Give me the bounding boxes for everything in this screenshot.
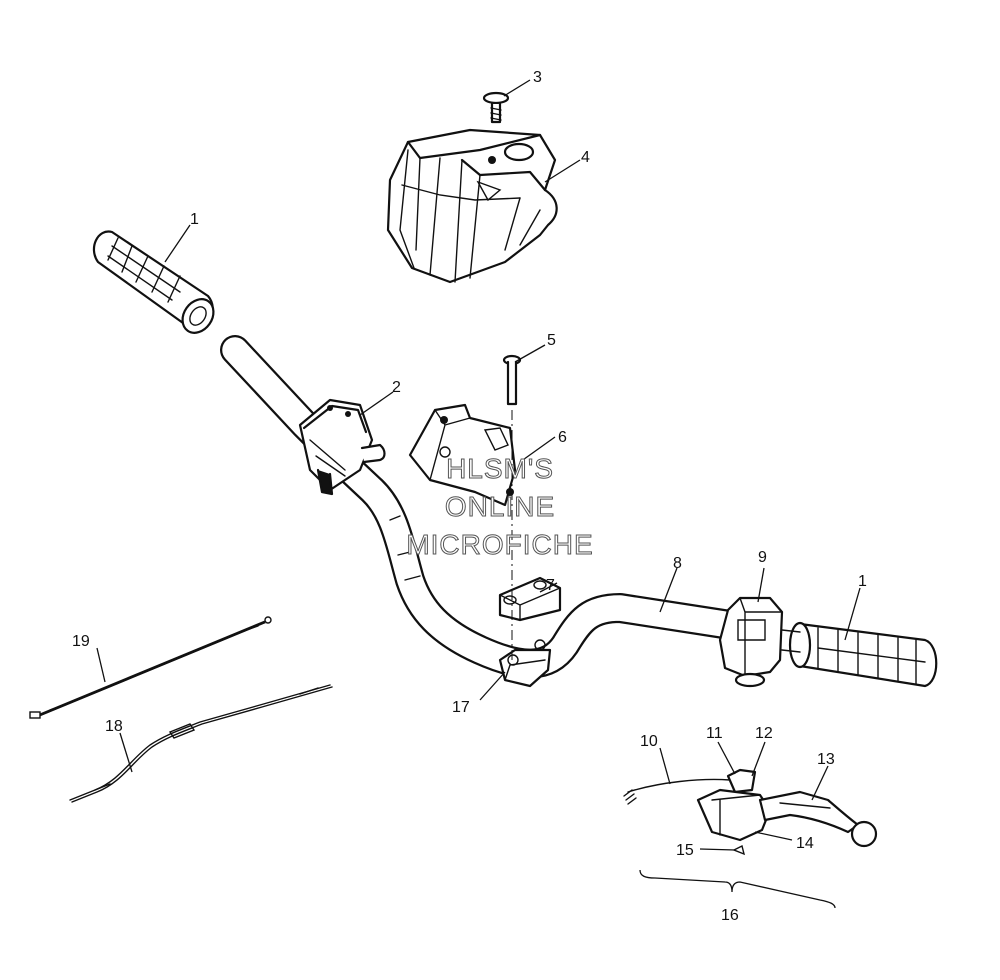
- screw-top: [482, 91, 510, 124]
- switch-housing: [718, 596, 801, 688]
- watermark-line-3: MICROFICHE: [406, 529, 593, 560]
- watermark-line-2: ONLINE: [445, 491, 555, 522]
- callout-15: 15: [676, 842, 694, 859]
- grip-right: [788, 621, 938, 688]
- callout-1-left: 1: [190, 211, 199, 228]
- bolt-long: [502, 354, 522, 406]
- callout-3: 3: [533, 69, 542, 86]
- throttle-cable: [29, 616, 272, 719]
- watermark-line-1: HLSM'S: [446, 453, 554, 484]
- watermark: HLSM'S ONLINE MICROFICHE: [406, 453, 593, 561]
- bar-clamp-upper: [498, 576, 562, 622]
- callout-labels: 1 1 2 3 4 5 6 7 8 9 10 11 12 13 14 15 16…: [72, 69, 867, 924]
- headlight-pod: [386, 128, 558, 284]
- callout-10: 10: [640, 733, 658, 750]
- callout-5: 5: [547, 332, 556, 349]
- grip-left: [92, 230, 215, 334]
- callout-9: 9: [758, 549, 767, 566]
- callout-16: 16: [721, 907, 739, 924]
- callout-7: 7: [546, 577, 555, 594]
- callout-6: 6: [558, 429, 567, 446]
- callout-17: 17: [452, 699, 470, 716]
- leader-lines: [96, 79, 861, 909]
- callout-8: 8: [673, 555, 682, 572]
- choke-cable: [69, 684, 333, 803]
- callout-14: 14: [796, 835, 814, 852]
- callout-11: 11: [706, 725, 723, 742]
- throttle-housing: [298, 398, 386, 496]
- callout-12: 12: [755, 725, 773, 742]
- brake-lever-assembly: [623, 768, 878, 856]
- callout-13: 13: [817, 751, 835, 768]
- callout-2: 2: [392, 379, 401, 396]
- callout-4: 4: [581, 149, 590, 166]
- callout-1-right: 1: [858, 573, 867, 590]
- callout-19: 19: [72, 633, 90, 650]
- clamp-bracket: [408, 403, 517, 507]
- handlebar: [220, 335, 745, 679]
- callout-18: 18: [105, 718, 123, 735]
